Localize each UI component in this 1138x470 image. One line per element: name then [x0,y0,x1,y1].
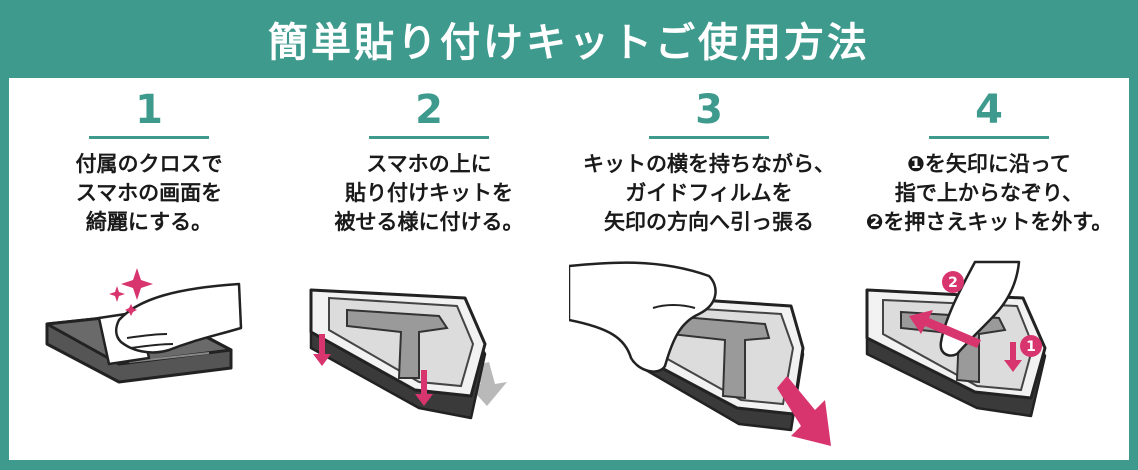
step-number: 2 [415,87,443,133]
step-3: 3 キットの横を持ちながら、 ガイドフィルムを 矢印の方向へ引っ張る [569,78,849,460]
down-arrow-icon [1004,342,1022,372]
step-description: スマホの上に 貼り付けキットを 被せる様に付ける。 [334,152,524,234]
pull-film-illustration [569,261,831,446]
svg-text:2: 2 [948,275,958,291]
phone-cleaning-illustration [45,268,243,384]
instructions-panel: 1 付属のクロスで スマホの画面を 綺麗にする。 [9,78,1129,460]
step-1: 1 付属のクロスで スマホの画面を 綺麗にする。 [9,78,289,460]
kit-frame-icon [309,288,487,398]
step-4: 4 ❶を矢印に沿って 指で上からなぞり、 ❷を押さえキットを外す。 [849,78,1129,460]
badge-1-icon: 1 [1020,335,1042,357]
sparkle-icon [109,268,153,316]
svg-text:1: 1 [1026,339,1036,355]
badge-2-icon: 2 [942,271,964,293]
step-description: ❶を矢印に沿って 指で上からなぞり、 ❷を押さえキットを外す。 [865,152,1113,234]
step-description: キットの横を持ちながら、 ガイドフィルムを 矢印の方向へ引っ張る [583,152,835,234]
remove-kit-illustration: 2 1 [865,260,1047,418]
diagonal-arrow-icon [909,310,981,348]
kit-attach-illustration [309,288,507,420]
step-number: 1 [135,87,163,133]
step-number: 3 [695,87,723,133]
step-description: 付属のクロスで スマホの画面を 綺麗にする。 [75,152,223,234]
step-2: 2 スマホの上に 貼り付けキットを 被せる様に付ける。 [289,78,569,460]
divider [649,136,769,139]
divider [89,136,209,139]
divider [929,136,1049,139]
down-arrow-icon [313,334,433,406]
pink-arrow-icon [777,376,831,446]
hand-icon [569,261,717,373]
hand-icon [115,282,243,354]
page-title: 簡単貼り付けキットご使用方法 [268,20,870,66]
divider [369,136,489,139]
step-number: 4 [975,87,1003,133]
